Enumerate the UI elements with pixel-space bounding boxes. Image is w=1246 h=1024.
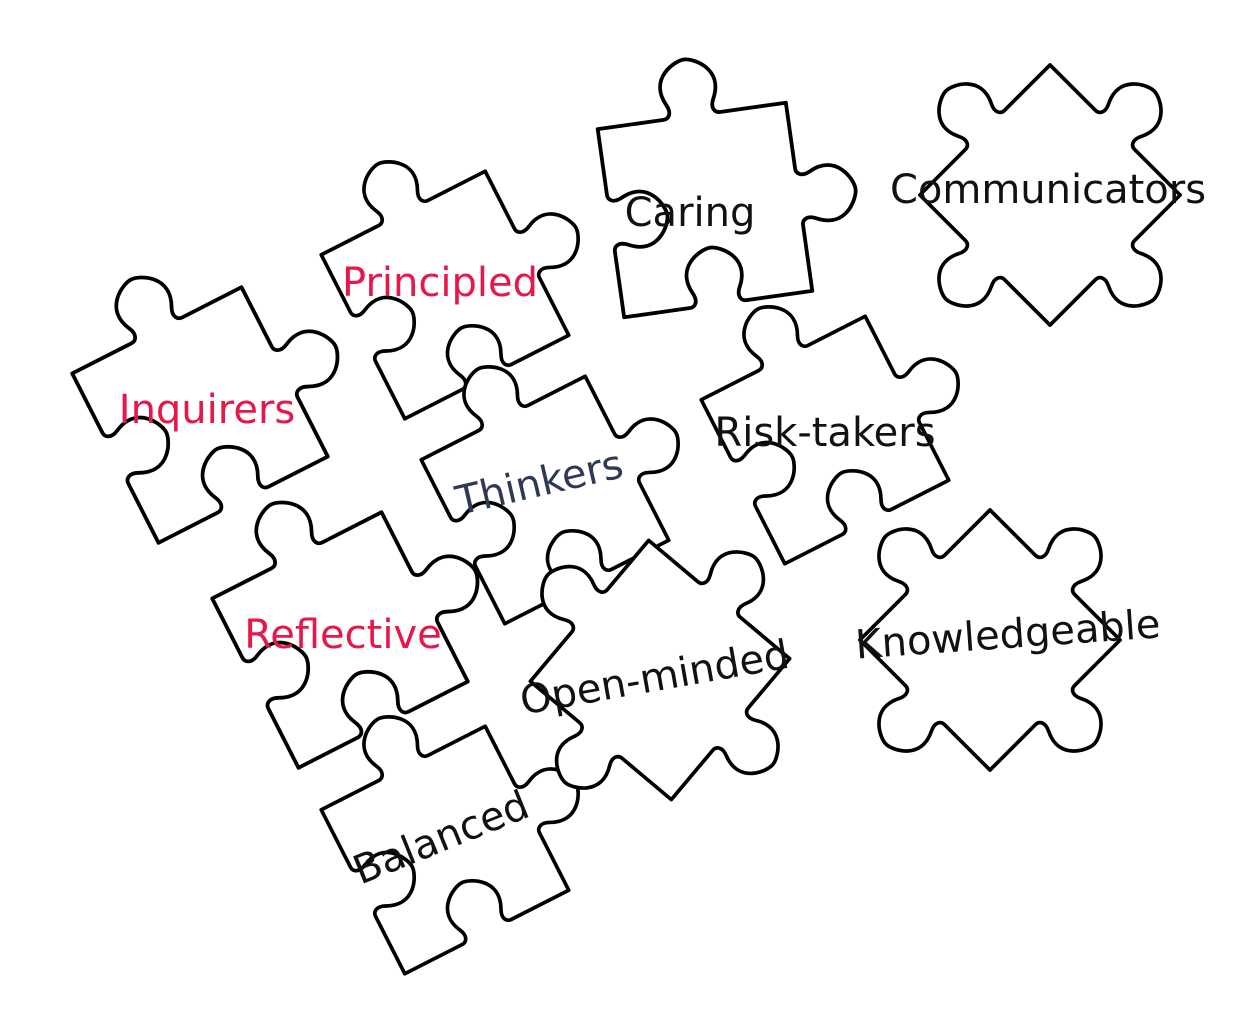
piece-caring (587, 36, 871, 320)
label-reflective: Reflective (244, 612, 441, 658)
label-communicators: Communicators (890, 167, 1206, 213)
label-principled: Principled (342, 260, 538, 306)
label-risk-takers: Risk-takers (714, 410, 935, 456)
piece-principled (294, 95, 620, 421)
label-caring: Caring (625, 190, 756, 236)
label-inquirers: Inquirers (119, 387, 295, 433)
